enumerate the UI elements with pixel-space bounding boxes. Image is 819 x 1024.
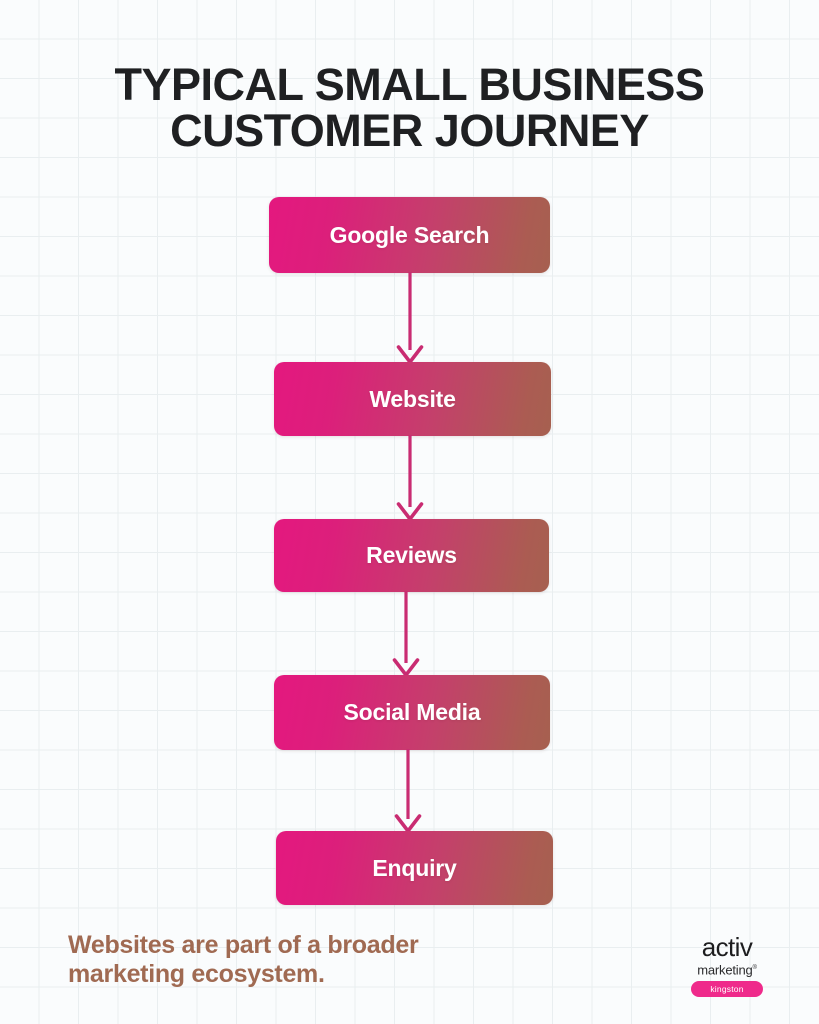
page-title: TYPICAL SMALL BUSINESS CUSTOMER JOURNEY — [0, 62, 819, 154]
flow-node-label: Website — [369, 385, 456, 412]
down-arrow-icon — [392, 591, 420, 677]
flow-node-label: Google Search — [329, 221, 490, 248]
trademark-icon: ® — [752, 965, 757, 971]
flow-node-label: Reviews — [366, 542, 457, 568]
logo-subtitle-text: marketing — [697, 962, 753, 978]
footer-caption-line-2: marketing ecosystem. — [68, 960, 325, 988]
flow-node-social-media[interactable]: Social Media — [274, 675, 550, 750]
flow-node-reviews[interactable]: Reviews — [274, 519, 549, 592]
down-arrow-icon — [394, 749, 422, 833]
flow-node-label: Enquiry — [372, 854, 457, 881]
footer-caption: Websites are part of a broader marketing… — [68, 931, 568, 989]
flow-node-label: Social Media — [343, 699, 481, 725]
logo-location-badge: kingston — [691, 981, 763, 998]
logo-wordmark: activ — [701, 932, 753, 962]
page-title-line-1: TYPICAL SMALL BUSINESS — [114, 59, 705, 110]
flow-node-website[interactable]: Website — [274, 362, 551, 436]
flow-node-enquiry[interactable]: Enquiry — [276, 831, 553, 905]
down-arrow-icon — [396, 272, 424, 364]
flow-node-google-search[interactable]: Google Search — [269, 197, 550, 273]
logo-subtitle: marketing® — [679, 961, 775, 977]
page-title-line-2: CUSTOMER JOURNEY — [170, 105, 649, 156]
activ-marketing-logo: activ marketing® kingston — [679, 932, 775, 998]
down-arrow-icon — [396, 435, 424, 521]
footer-caption-line-1: Websites are part of a broader — [68, 931, 419, 959]
